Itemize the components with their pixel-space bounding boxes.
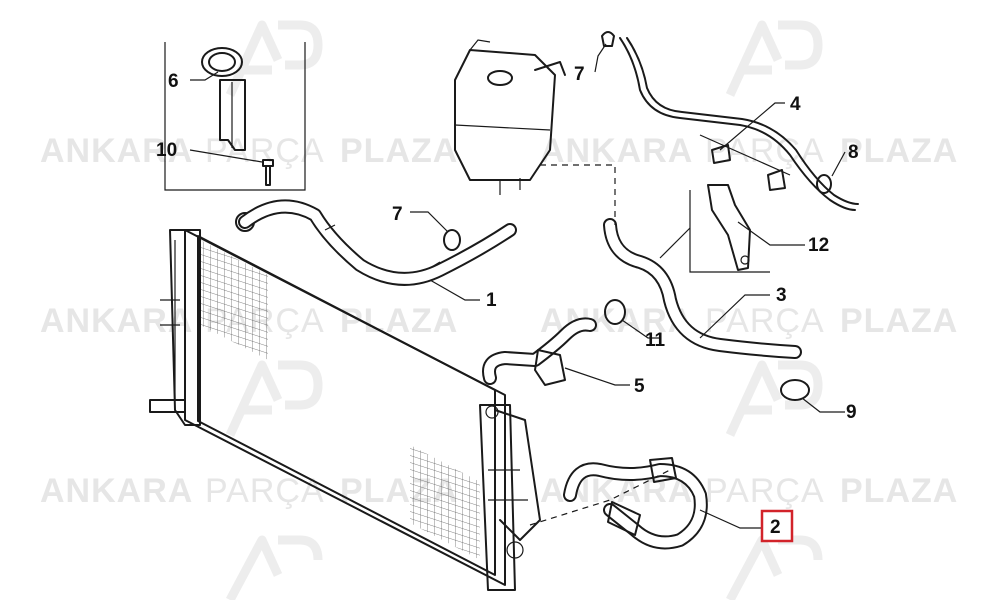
ap-logo-icon [726, 535, 823, 600]
watermark-word-ankara: ANKARA [40, 472, 193, 510]
bracket-part-12 [707, 184, 751, 271]
watermark-word-parca: PARÇA [705, 302, 825, 340]
callout-5[interactable]: 5 [634, 376, 645, 397]
leader-lines [189, 43, 846, 529]
clamp-part-7 [601, 31, 615, 47]
ap-logo-icon [725, 360, 823, 437]
hose-part-4 [619, 37, 859, 211]
radiator-mesh [410, 445, 480, 560]
callout-8[interactable]: 8 [848, 142, 859, 163]
ap-logo-icon [226, 535, 323, 600]
expansion-tank [454, 39, 566, 195]
watermark-word-plaza: PLAZA [340, 302, 458, 340]
watermark-word-ankara: ANKARA [40, 132, 193, 170]
watermark-word-plaza: PLAZA [340, 132, 458, 170]
callout-7-left[interactable]: 7 [392, 204, 403, 225]
callout-7-top[interactable]: 7 [574, 64, 585, 85]
watermark-word-parca: PARÇA [205, 132, 325, 170]
callout-12[interactable]: 12 [808, 235, 829, 256]
hose-part-3 [603, 218, 802, 359]
callout-3[interactable]: 3 [776, 285, 787, 306]
watermark-layer: ANKARA PARÇA PLAZA ANKARA PARÇA PLAZA AN… [40, 20, 958, 600]
hose-part-2 [563, 457, 708, 550]
callout-2[interactable]: 2 [770, 517, 781, 538]
dashed-connectors [529, 164, 671, 526]
clamp-part-9 [780, 379, 810, 401]
watermark-word-ankara: ANKARA [540, 132, 693, 170]
hose-part-5 [482, 317, 597, 386]
watermark-word-parca: PARÇA [705, 472, 825, 510]
ap-logo-icon [225, 360, 323, 437]
radiator [149, 212, 541, 591]
callout-6[interactable]: 6 [168, 71, 179, 92]
ap-logo-icon [725, 20, 823, 97]
callout-4[interactable]: 4 [790, 94, 801, 115]
callout-labels: 6 10 7 7 4 8 12 1 3 11 5 9 [156, 64, 859, 423]
ap-logo-icon [225, 20, 323, 97]
clamp-part-11 [604, 299, 626, 325]
highlight-box [760, 509, 794, 543]
hose-part-1 [238, 199, 517, 286]
callout-10[interactable]: 10 [156, 140, 177, 161]
watermark-word-plaza: PLAZA [840, 132, 958, 170]
callout-2-highlight[interactable]: 2 [760, 509, 794, 543]
watermark-word-parca: PARÇA [205, 472, 325, 510]
callout-11[interactable]: 11 [645, 330, 666, 351]
clamp-part-7 [443, 229, 461, 251]
callout-9[interactable]: 9 [846, 402, 857, 423]
bracket-assembly-box [164, 42, 306, 191]
callout-1[interactable]: 1 [486, 290, 497, 311]
watermark-word-plaza: PLAZA [840, 302, 958, 340]
watermark-word-plaza: PLAZA [840, 472, 958, 510]
clamp-part-8 [816, 174, 832, 194]
radiator-mesh [200, 240, 268, 360]
watermark-word-ankara: ANKARA [40, 302, 193, 340]
